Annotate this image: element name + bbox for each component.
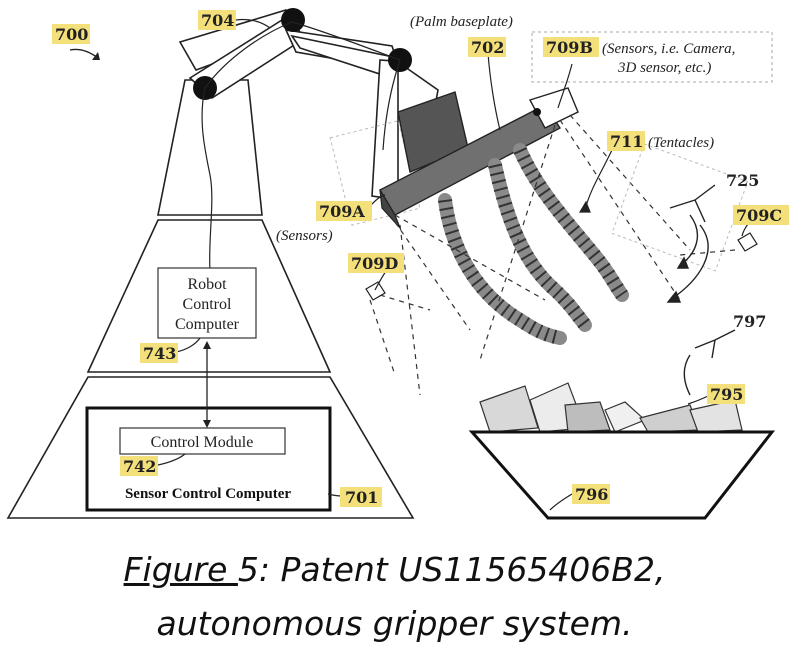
figure-arrow-700 bbox=[69, 48, 99, 59]
robot-control-text-3: Computer bbox=[175, 316, 240, 333]
bin-796 bbox=[468, 430, 776, 520]
ref-700: 700 bbox=[55, 25, 88, 44]
ref-709c: 709C bbox=[736, 206, 782, 225]
base-top-section bbox=[157, 79, 263, 216]
sensor-709d bbox=[365, 281, 386, 301]
caption-line-1-rest: 5: Patent US11565406B2, bbox=[237, 550, 666, 589]
figure-caption: Figure 5: Patent US11565406B2, autonomou… bbox=[0, 543, 789, 651]
robot-control-text-1: Robot bbox=[187, 276, 227, 293]
note-tentacles: (Tentacles) bbox=[648, 135, 714, 151]
ref-702: 702 bbox=[471, 38, 504, 57]
sensor-709b-dashed-box bbox=[531, 31, 773, 83]
bin-contents-795 bbox=[479, 382, 743, 433]
note-sensors-camera-line2: 3D sensor, etc.) bbox=[617, 60, 711, 76]
direction-arrows-797 bbox=[683, 329, 736, 396]
caption-figure-word: Figure bbox=[123, 550, 238, 589]
control-cable bbox=[201, 21, 401, 271]
tentacles bbox=[438, 143, 629, 345]
sensor-709c bbox=[737, 232, 758, 252]
joint-2 bbox=[281, 8, 305, 32]
ref-742: 742 bbox=[123, 457, 156, 476]
ref-711: 711 bbox=[610, 132, 643, 151]
tentacle-1 bbox=[438, 193, 567, 345]
control-module-box bbox=[119, 427, 286, 455]
caption-line-2: autonomous gripper system. bbox=[156, 604, 633, 643]
dashed-area bbox=[611, 143, 749, 272]
ref-725: 725 bbox=[726, 171, 759, 190]
note-sensors-camera-line1: (Sensors, i.e. Camera, bbox=[602, 41, 735, 57]
note-sensors: (Sensors) bbox=[276, 228, 333, 244]
robot-control-text-2: Control bbox=[183, 296, 232, 313]
reference-labels: 700 704 702 709B 711 709A 725 709C 709D … bbox=[52, 10, 789, 507]
caption-line-1: Figure 5: Patent US11565406B2, bbox=[0, 543, 789, 597]
robot-control-computer-box bbox=[157, 267, 257, 339]
ref-709a: 709A bbox=[319, 202, 365, 221]
note-palm-baseplate: (Palm baseplate) bbox=[410, 14, 513, 30]
ref-795: 795 bbox=[710, 385, 743, 404]
gripper-system-diagram: 700 704 702 709B 711 709A 725 709C 709D … bbox=[6, 8, 789, 520]
palm-baseplate bbox=[329, 87, 579, 229]
ref-743: 743 bbox=[143, 344, 176, 363]
direction-arrows-725 bbox=[666, 184, 716, 303]
ref-796: 796 bbox=[575, 485, 608, 504]
base-bottom-section bbox=[6, 376, 415, 519]
control-module-text: Control Module bbox=[151, 434, 254, 451]
ref-701: 701 bbox=[345, 488, 378, 507]
ref-704: 704 bbox=[201, 11, 234, 30]
ref-709d: 709D bbox=[351, 254, 398, 273]
tentacle-3 bbox=[513, 143, 629, 302]
ref-797: 797 bbox=[733, 312, 766, 331]
sensor-control-computer-text: Sensor Control Computer bbox=[125, 486, 291, 502]
robot-arm bbox=[178, 9, 439, 201]
ref-709b: 709B bbox=[546, 38, 593, 57]
base-middle-section bbox=[86, 219, 332, 373]
